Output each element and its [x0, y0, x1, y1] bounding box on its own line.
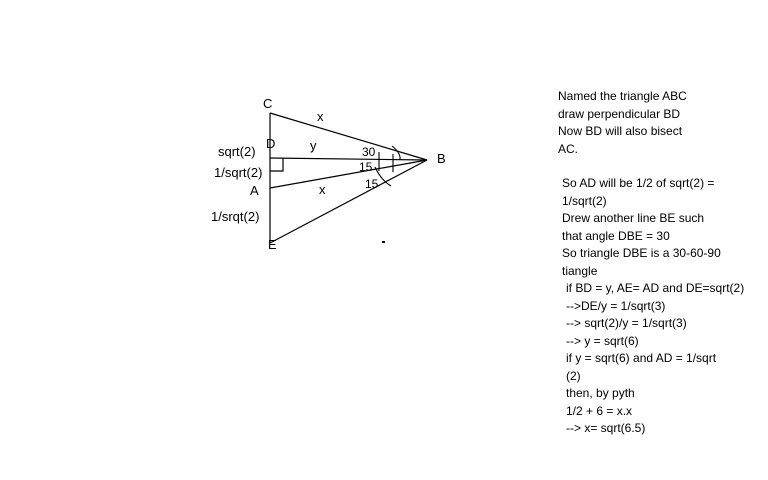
- note-line: So triangle DBE is a 30-60-90: [562, 246, 721, 260]
- note-block-intro: Named the triangle ABC draw perpendicula…: [558, 88, 764, 158]
- angle-arc-15-lower: [374, 166, 392, 187]
- note-line: if BD = y, AE= AD and DE=sqrt(2): [566, 281, 745, 295]
- vertex-label-c: C: [263, 96, 273, 111]
- note-line: (2): [566, 368, 581, 383]
- edge-label-x-top: x: [317, 109, 324, 124]
- solution-notes: Named the triangle ABC draw perpendicula…: [558, 88, 764, 438]
- vertex-label-e: E: [268, 237, 277, 252]
- segment-ab: [269, 159, 428, 189]
- length-label-one-over-srqt2: 1/srqt(2): [211, 209, 260, 224]
- vertex-label-a: A: [250, 183, 259, 198]
- note-line: So AD will be 1/2 of sqrt(2) =: [562, 176, 715, 190]
- right-angle-mark-d: [270, 158, 284, 172]
- note-line: that angle DBE = 30: [562, 228, 670, 243]
- note-line: --> y = sqrt(6): [566, 333, 639, 348]
- segment-db: [269, 157, 428, 161]
- note-line: -->DE/y = 1/sqrt(3): [566, 298, 666, 313]
- vertex-label-d: D: [266, 136, 276, 151]
- note-line: Drew another line BE such: [562, 211, 705, 225]
- note-line: Now BD will also bisect: [558, 124, 683, 138]
- geometry-figure: C D A E B sqrt(2) 1/sqrt(2) 1/srqt(2) x …: [0, 0, 520, 300]
- note-line: --> x= sqrt(6.5): [566, 421, 646, 435]
- note-line: if y = sqrt(6) and AD = 1/sqrt: [566, 351, 717, 365]
- length-label-one-over-sqrt2: 1/sqrt(2): [214, 165, 263, 180]
- note-line: --> sqrt(2)/y = 1/sqrt(3): [566, 316, 687, 330]
- note-line: tiangle: [562, 263, 598, 278]
- vertex-label-b: B: [437, 151, 446, 166]
- note-block-derivation: if BD = y, AE= AD and DE=sqrt(2) -->DE/y…: [558, 280, 764, 438]
- angle-label-dba: 15: [359, 160, 373, 174]
- note-line: Named the triangle ABC: [558, 89, 687, 103]
- angle-label-cbd: 30: [362, 145, 376, 159]
- note-line: 1/sqrt(2): [562, 193, 607, 208]
- edge-label-y-middle: y: [310, 138, 317, 153]
- note-block-construction: So AD will be 1/2 of sqrt(2) = 1/sqrt(2)…: [558, 175, 764, 280]
- note-line: then, by pyth: [566, 386, 635, 400]
- angle-label-abe: 15: [365, 177, 379, 191]
- note-line: AC.: [558, 141, 579, 156]
- angle-arc-30: [391, 145, 401, 161]
- figure-svg: [269, 112, 428, 244]
- edge-label-x-lower: x: [319, 182, 326, 197]
- length-label-sqrt2: sqrt(2): [218, 144, 256, 159]
- segment-eb: [269, 159, 428, 244]
- note-line: 1/2 + 6 = x.x: [566, 403, 633, 418]
- stray-dot-mark: [382, 241, 385, 243]
- segment-cb: [269, 112, 428, 161]
- note-line: draw perpendicular BD: [558, 106, 681, 121]
